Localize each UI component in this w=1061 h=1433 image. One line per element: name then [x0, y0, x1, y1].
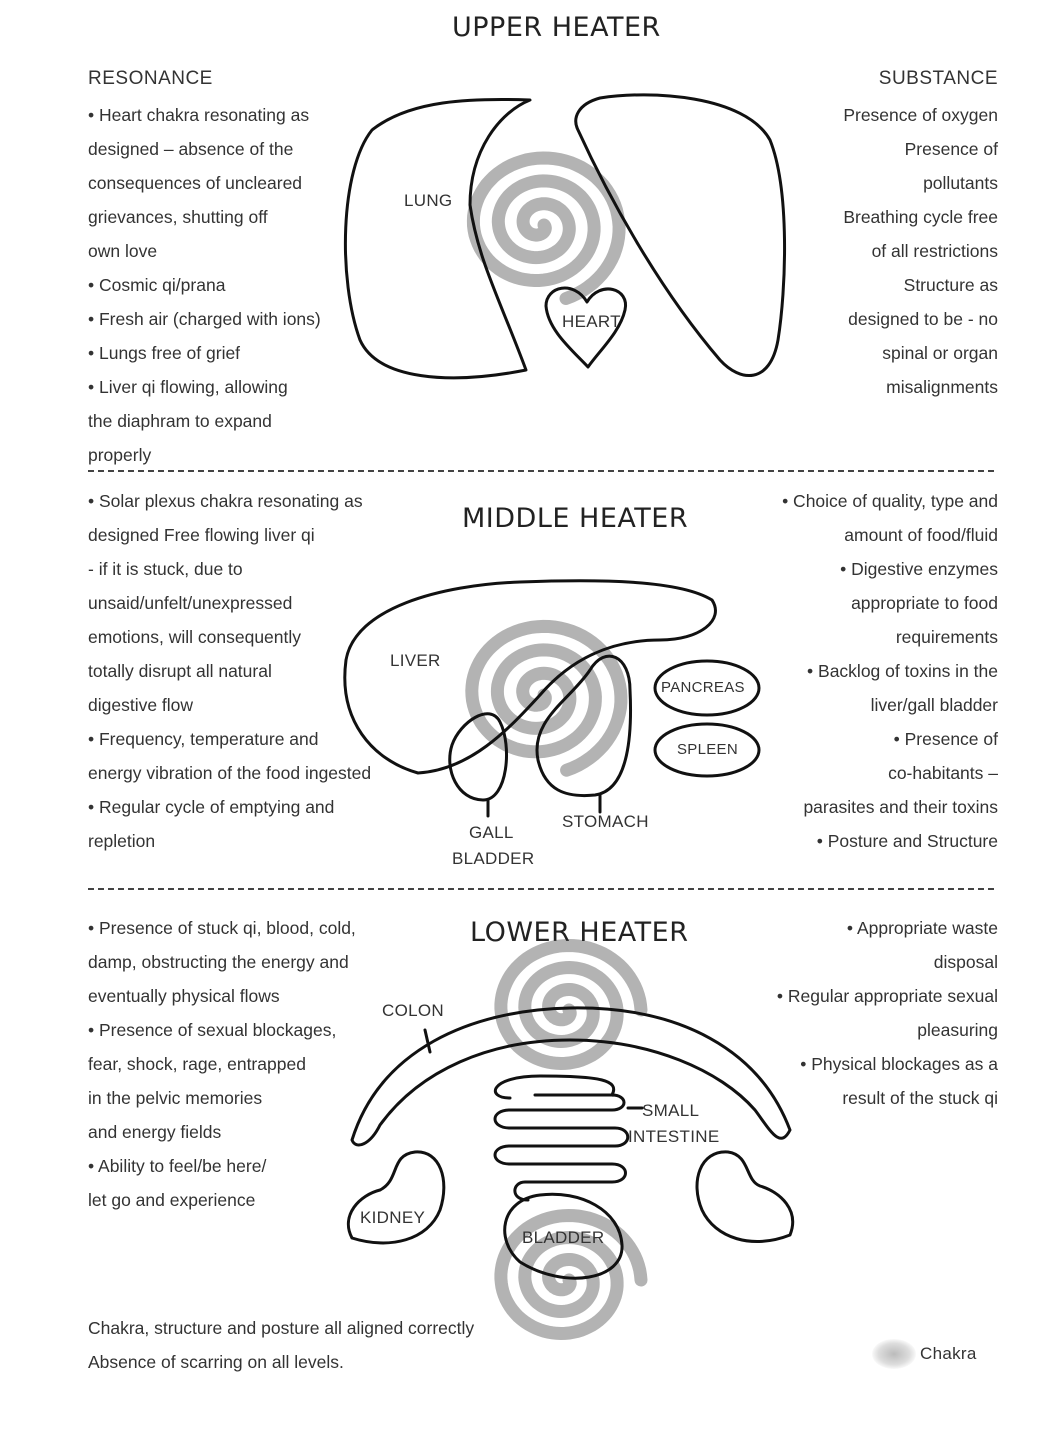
lower-heater-title: LOWER HEATER [470, 917, 688, 948]
list-item: • Regular cycle of emptying and [88, 790, 418, 824]
substance-heading: SUBSTANCE [879, 68, 998, 90]
list-item: emotions, will consequently [88, 620, 418, 654]
list-item: spinal or organ [778, 336, 998, 370]
list-item: pleasuring [738, 1013, 998, 1047]
list-item: pollutants [778, 166, 998, 200]
intestine-label: INTESTINE [628, 1127, 720, 1147]
chakra-legend-swatch [872, 1339, 916, 1369]
kidney-label: KIDNEY [360, 1208, 425, 1228]
list-item: • Posture and Structure [748, 824, 998, 858]
right-lung-outline [576, 95, 785, 376]
lower-chakra-spiral-top [501, 946, 641, 1064]
list-item: disposal [738, 945, 998, 979]
footer-line: Chakra, structure and posture all aligne… [88, 1311, 608, 1345]
list-item: the diaphram to expand [88, 404, 368, 438]
list-item: totally disrupt all natural [88, 654, 418, 688]
list-item: amount of food/fluid [748, 518, 998, 552]
list-item: properly [88, 438, 368, 472]
gall-label: GALL [469, 823, 514, 843]
list-item: • Presence of sexual blockages, [88, 1013, 418, 1047]
list-item: • Backlog of toxins in the [748, 654, 998, 688]
colon-pointer [425, 1030, 430, 1052]
middle-lower-divider [88, 888, 994, 890]
bladder-label: BLADDER [522, 1228, 604, 1248]
list-item: Presence of oxygen [778, 98, 998, 132]
list-item: eventually physical flows [88, 979, 418, 1013]
list-item: and energy fields [88, 1115, 418, 1149]
list-item: unsaid/unfelt/unexpressed [88, 586, 418, 620]
small-intestine-outline [495, 1076, 628, 1200]
list-item: repletion [88, 824, 418, 858]
list-item: designed to be - no [778, 302, 998, 336]
list-item: Breathing cycle free [778, 200, 998, 234]
right-kidney-outline [697, 1152, 793, 1242]
list-item: • Presence of stuck qi, blood, cold, [88, 911, 418, 945]
list-item: Presence of [778, 132, 998, 166]
upper-heater-title: UPPER HEATER [452, 12, 661, 43]
middle-resonance-list: • Solar plexus chakra resonating as desi… [88, 484, 418, 858]
list-item: requirements [748, 620, 998, 654]
footer-notes: Chakra, structure and posture all aligne… [88, 1311, 608, 1379]
list-item: designed – absence of the [88, 132, 368, 166]
spleen-label: SPLEEN [677, 741, 738, 758]
list-item: • Digestive enzymes [748, 552, 998, 586]
list-item: • Solar plexus chakra resonating as [88, 484, 418, 518]
middle-substance-list: • Choice of quality, type and amount of … [748, 484, 998, 858]
list-item: of all restrictions [778, 234, 998, 268]
list-item: parasites and their toxins [748, 790, 998, 824]
list-item: • Liver qi flowing, allowing [88, 370, 368, 404]
upper-resonance-list: • Heart chakra resonating as designed – … [88, 98, 368, 472]
colon-label: COLON [382, 1001, 444, 1021]
list-item: damp, obstructing the energy and [88, 945, 418, 979]
list-item: own love [88, 234, 368, 268]
list-item: energy vibration of the food ingested [88, 756, 418, 790]
list-item: liver/gall bladder [748, 688, 998, 722]
list-item: Structure as [778, 268, 998, 302]
list-item: • Lungs free of grief [88, 336, 368, 370]
middle-heater-title: MIDDLE HEATER [462, 503, 688, 534]
list-item: • Ability to feel/be here/ [88, 1149, 418, 1183]
list-item: in the pelvic memories [88, 1081, 418, 1115]
list-item: - if it is stuck, due to [88, 552, 418, 586]
list-item: • Cosmic qi/prana [88, 268, 368, 302]
upper-substance-list: Presence of oxygen Presence of pollutant… [778, 98, 998, 404]
pancreas-label: PANCREAS [661, 679, 745, 696]
list-item: • Choice of quality, type and [748, 484, 998, 518]
liver-label: LIVER [390, 651, 441, 671]
list-item: grievances, shutting off [88, 200, 368, 234]
list-item: digestive flow [88, 688, 418, 722]
lower-substance-list: • Appropriate waste disposal • Regular a… [738, 911, 998, 1115]
heart-label: HEART [562, 312, 621, 332]
list-item: • Fresh air (charged with ions) [88, 302, 368, 336]
list-item: fear, shock, rage, entrapped [88, 1047, 418, 1081]
list-item: • Frequency, temperature and [88, 722, 418, 756]
list-item: co-habitants – [748, 756, 998, 790]
list-item: result of the stuck qi [738, 1081, 998, 1115]
lower-resonance-list: • Presence of stuck qi, blood, cold, dam… [88, 911, 418, 1217]
list-item: • Physical blockages as a [738, 1047, 998, 1081]
upper-middle-divider [88, 470, 994, 472]
gall-bladder-label: BLADDER [452, 849, 534, 869]
resonance-heading: RESONANCE [88, 68, 213, 90]
list-item: designed Free flowing liver qi [88, 518, 418, 552]
chakra-legend-label: Chakra [920, 1344, 977, 1364]
stomach-label: STOMACH [562, 812, 649, 832]
middle-chakra-spiral [472, 626, 621, 770]
upper-chakra-spiral [473, 158, 619, 299]
small-label: SMALL [642, 1101, 699, 1121]
list-item: • Appropriate waste [738, 911, 998, 945]
list-item: • Presence of [748, 722, 998, 756]
footer-line: Absence of scarring on all levels. [88, 1345, 608, 1379]
list-item: • Heart chakra resonating as [88, 98, 368, 132]
list-item: consequences of uncleared [88, 166, 368, 200]
list-item: misalignments [778, 370, 998, 404]
lung-label: LUNG [404, 191, 452, 211]
list-item: appropriate to food [748, 586, 998, 620]
list-item: • Regular appropriate sexual [738, 979, 998, 1013]
